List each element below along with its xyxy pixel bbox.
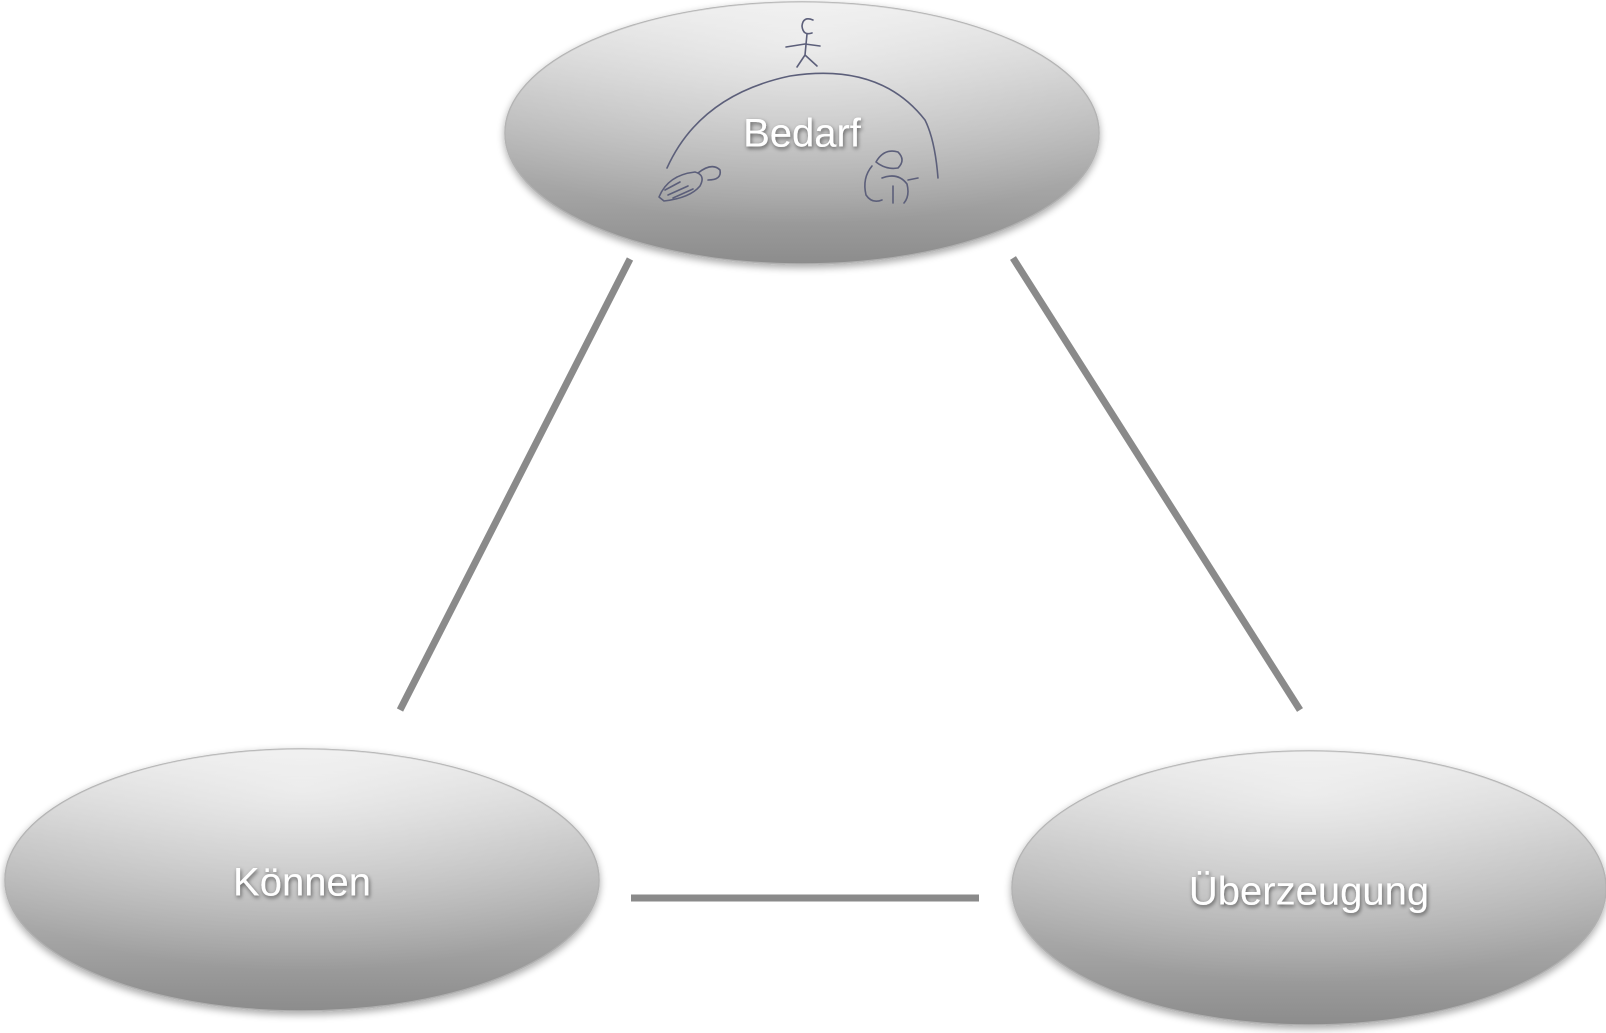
node-koennen-shine — [5, 749, 599, 1011]
hill-with-figures-sketch-icon — [658, 18, 939, 204]
node-bedarf: Bedarf — [504, 1, 1100, 265]
node-bedarf-shine — [505, 2, 1099, 264]
node-ueberzeugung-shine — [1012, 751, 1606, 1025]
node-ueberzeugung-label: Überzeugung — [1189, 870, 1429, 914]
node-ueberzeugung: Überzeugung — [1011, 750, 1606, 1026]
node-bedarf-label: Bedarf — [743, 112, 862, 156]
connector-bedarf-koennen — [396, 257, 634, 712]
connector-bedarf-ueberzeugung — [1010, 256, 1303, 712]
node-koennen: Können — [4, 748, 600, 1012]
node-koennen-label: Können — [233, 861, 371, 905]
